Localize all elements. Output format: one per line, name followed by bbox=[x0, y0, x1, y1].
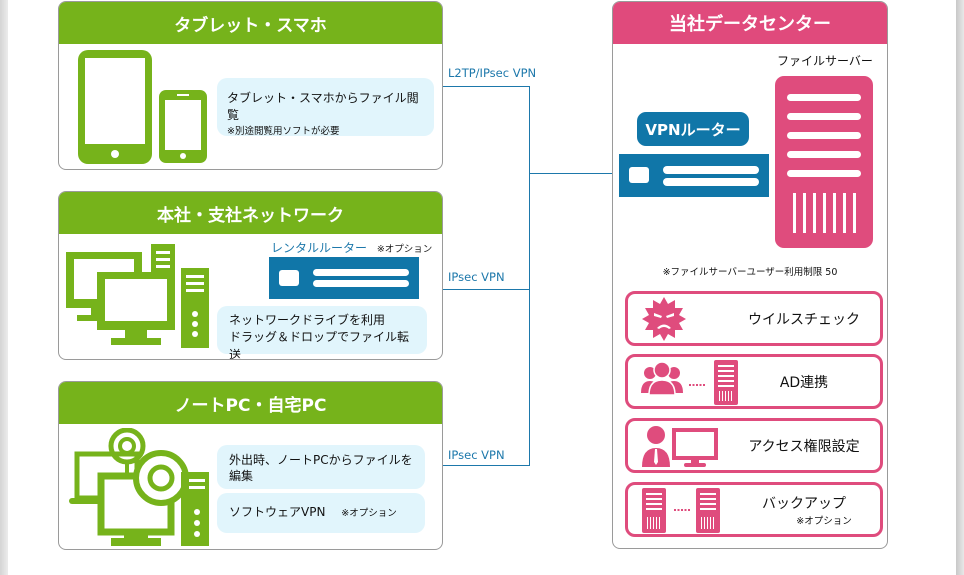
home-desc-text: 外出時、ノートPCからファイルを編集 bbox=[229, 453, 413, 484]
software-vpn-note: ※オプション bbox=[341, 508, 397, 519]
desktop-computers-icon bbox=[66, 244, 209, 348]
page-edge-right bbox=[956, 0, 964, 575]
laptop-pc-cd-icon bbox=[69, 428, 209, 546]
tablet-icon bbox=[78, 50, 152, 164]
rental-router-name: レンタルルーター bbox=[271, 241, 368, 255]
page-edge-left bbox=[0, 0, 8, 575]
software-vpn-option: ソフトウェアVPN ※オプション bbox=[217, 493, 425, 533]
office-description: ネットワークドライブを利用 ドラッグ＆ドロップでファイル転送 bbox=[217, 306, 427, 359]
office-desc-line1: ネットワークドライブを利用 bbox=[229, 313, 386, 327]
office-panel: 本社・支社ネットワーク レンタルルーター ※オプション ネットワークドライブを利… bbox=[58, 191, 443, 360]
rental-router-icon bbox=[269, 257, 419, 299]
feature-access-permissions: アクセス権限設定 bbox=[625, 418, 883, 473]
tablet-desc-note: ※別途閲覧用ソフトが必要 bbox=[227, 125, 340, 137]
feature-virus-check: ウイルスチェック bbox=[625, 291, 883, 346]
server-backup-icon bbox=[642, 488, 720, 533]
home-panel: ノートPC・自宅PC 外出時、ノートPCからファイルを編集 ソフトウェアVPN … bbox=[58, 381, 443, 550]
office-desc-line2: ドラッグ＆ドロップでファイル転送 bbox=[229, 330, 410, 360]
vpn-label-ipsec-home: IPsec VPN bbox=[448, 448, 505, 462]
feature-ad-label: AD連携 bbox=[779, 374, 829, 391]
software-vpn-label: ソフトウェアVPN bbox=[229, 505, 326, 519]
vpn-router-badge: VPNルーター bbox=[637, 112, 749, 146]
feature-backup-note: ※オプション bbox=[796, 515, 852, 527]
tablet-desc-text: タブレット・スマホからファイル閲覧 bbox=[227, 91, 419, 123]
connector-office bbox=[443, 289, 530, 290]
connector-tablet bbox=[443, 86, 530, 87]
connector-datacenter bbox=[529, 173, 619, 174]
home-description: 外出時、ノートPCからファイルを編集 bbox=[217, 445, 425, 489]
rental-router-note: ※オプション bbox=[376, 244, 433, 255]
feature-backup-label: バックアップ bbox=[762, 495, 846, 512]
vpn-router-icon bbox=[619, 154, 769, 197]
datacenter-panel-title: 当社データセンター bbox=[613, 2, 887, 44]
office-panel-title: 本社・支社ネットワーク bbox=[59, 192, 442, 234]
tablet-panel-title: タブレット・スマホ bbox=[59, 2, 442, 44]
vpn-label-ipsec-office: IPsec VPN bbox=[448, 270, 505, 284]
virus-icon bbox=[642, 297, 686, 341]
file-server-label: ファイルサーバー bbox=[777, 54, 873, 68]
feature-backup: バックアップ ※オプション bbox=[625, 482, 883, 537]
users-server-icon bbox=[641, 360, 738, 405]
file-server-icon bbox=[775, 76, 873, 248]
feature-virus-label: ウイルスチェック bbox=[748, 311, 860, 328]
tablet-panel: タブレット・スマホ タブレット・スマホからファイル閲覧 ※別途閲覧用ソフトが必要 bbox=[58, 1, 443, 170]
vpn-label-l2tp: L2TP/IPsec VPN bbox=[448, 66, 537, 80]
feature-ad-integration: AD連携 bbox=[625, 354, 883, 409]
smartphone-icon bbox=[159, 90, 207, 163]
connector-trunk bbox=[529, 86, 530, 466]
user-limit-note: ※ファイルサーバーユーザー利用制限 50 bbox=[662, 267, 838, 278]
rental-router-label: レンタルルーター ※オプション bbox=[271, 239, 432, 256]
user-monitor-icon bbox=[642, 426, 718, 467]
tablet-description: タブレット・スマホからファイル閲覧 ※別途閲覧用ソフトが必要 bbox=[217, 78, 434, 137]
feature-access-label: アクセス権限設定 bbox=[748, 438, 860, 455]
datacenter-panel: 当社データセンター ファイルサーバー VPNルーター ※ファイルサーバーユーザー… bbox=[612, 1, 888, 549]
vpn-router-label: VPNルーター bbox=[645, 120, 741, 139]
connector-home bbox=[443, 465, 530, 466]
home-panel-title: ノートPC・自宅PC bbox=[59, 382, 442, 424]
